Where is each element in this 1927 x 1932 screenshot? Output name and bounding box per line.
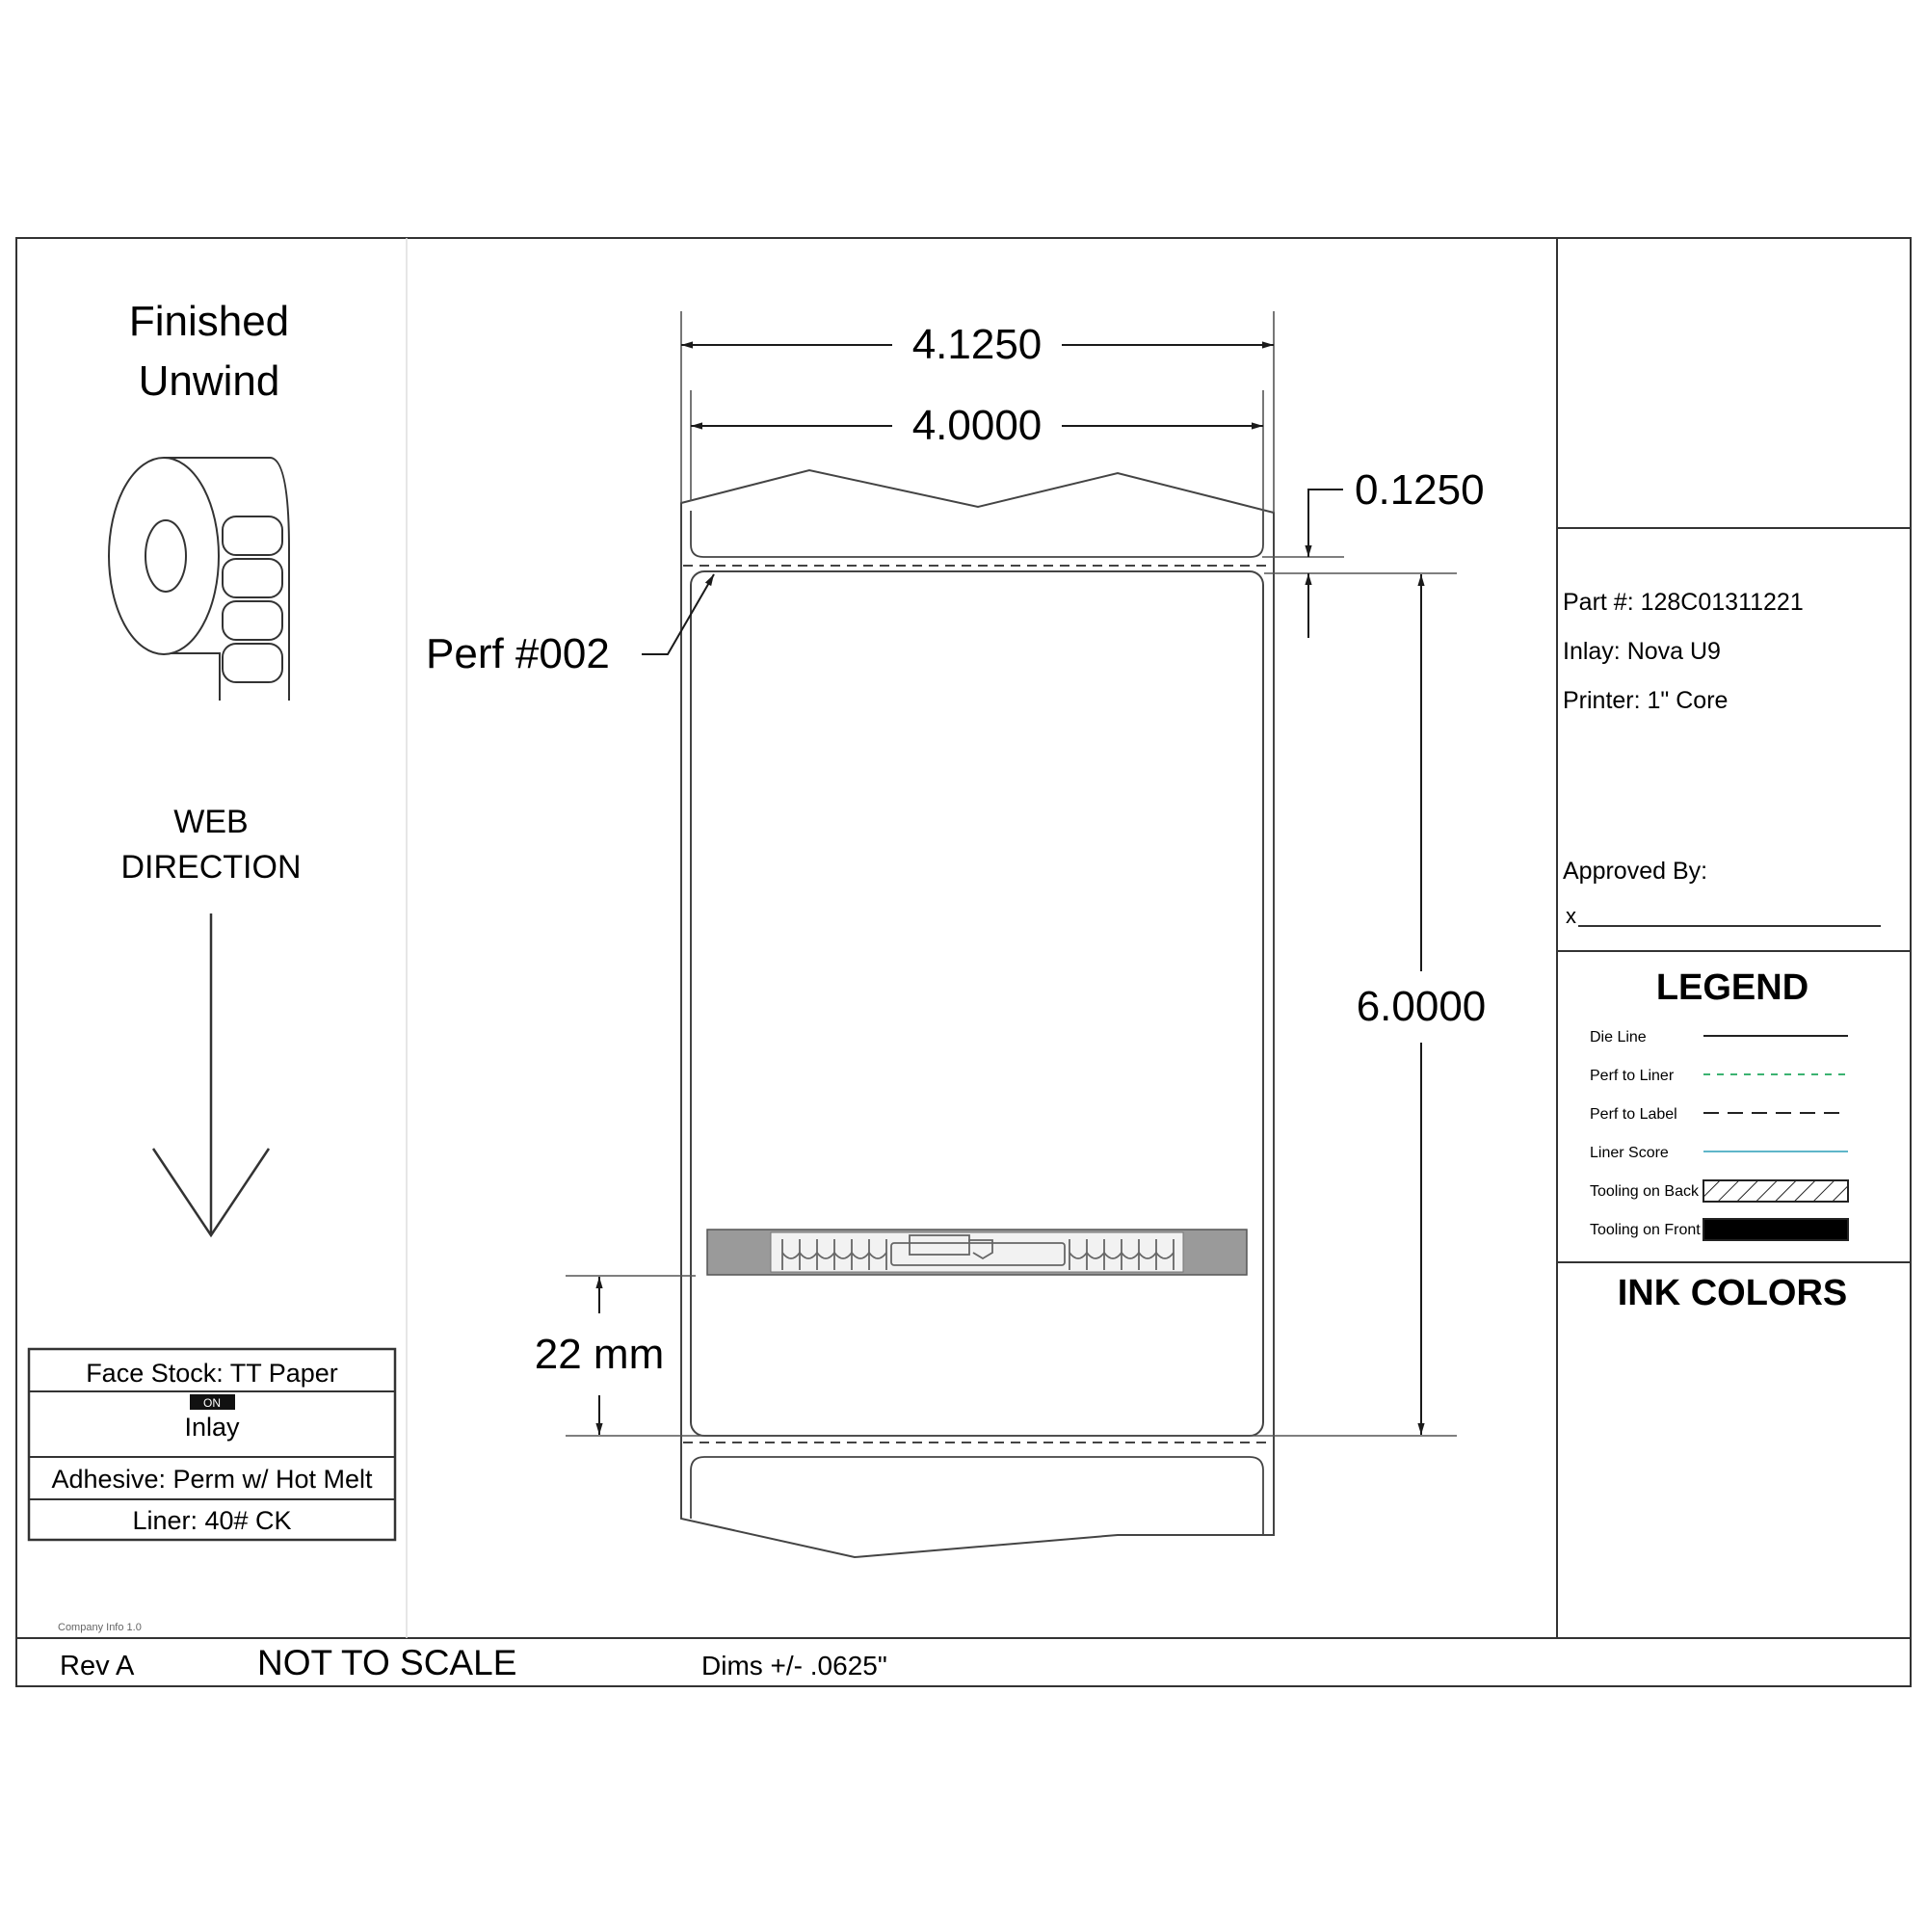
overall-width-value: 4.1250 bbox=[912, 321, 1043, 368]
signature-prefix: x bbox=[1566, 904, 1576, 928]
legend-item-label: Perf to Liner bbox=[1590, 1068, 1675, 1084]
unwind-title-line2: Unwind bbox=[139, 357, 280, 405]
perf-callout-leader bbox=[642, 573, 715, 655]
top-stub bbox=[690, 511, 1264, 558]
revision-label: Rev A bbox=[60, 1651, 135, 1681]
inlay-offset-value: 22 mm bbox=[535, 1331, 664, 1378]
liner-label: Liner: 40# CK bbox=[132, 1506, 291, 1535]
inlay-tag-text: ON bbox=[203, 1396, 221, 1410]
gap-dimension bbox=[1305, 489, 1343, 638]
unwind-title-line1: Finished bbox=[129, 298, 289, 345]
legend-item-label: Perf to Label bbox=[1590, 1106, 1677, 1123]
tolerance-note: Dims +/- .0625" bbox=[701, 1651, 887, 1681]
inlay-type: Inlay: Nova U9 bbox=[1563, 638, 1721, 665]
label-roll-icon bbox=[108, 457, 290, 701]
web-direction-arrow-icon bbox=[151, 913, 271, 1238]
part-number: Part #: 128C01311221 bbox=[1563, 589, 1804, 616]
unwind-panel: Finished Unwind WEB DIRECTION bbox=[108, 298, 302, 1238]
gap-value: 0.1250 bbox=[1355, 466, 1485, 514]
legend-item-label: Tooling on Front bbox=[1590, 1222, 1701, 1238]
footer: Rev A NOT TO SCALE Dims +/- .0625" bbox=[60, 1643, 887, 1682]
rfid-inlay bbox=[706, 1229, 1248, 1276]
legend-item: Tooling on Front bbox=[1590, 1218, 1849, 1241]
legend-item-swatch bbox=[1703, 1218, 1849, 1241]
legend-item: Perf to Liner bbox=[1590, 1068, 1848, 1084]
inlay-label: Inlay bbox=[184, 1413, 240, 1442]
inlay-tag-badge bbox=[190, 1394, 235, 1410]
title-block-frame bbox=[15, 237, 1912, 1687]
adhesive-label: Adhesive: Perm w/ Hot Melt bbox=[51, 1465, 373, 1494]
copyright-note: Company Info 1.0 bbox=[58, 1622, 142, 1633]
web-direction-line2: DIRECTION bbox=[121, 849, 302, 886]
legend-item-label: Liner Score bbox=[1590, 1145, 1669, 1161]
part-info-panel: Part #: 128C01311221 Inlay: Nova U9 Prin… bbox=[1563, 589, 1881, 928]
materials-table: Face Stock: TT Paper ON Inlay Adhesive: … bbox=[27, 1347, 397, 1542]
legend-item-label: Tooling on Back bbox=[1590, 1183, 1700, 1200]
approved-by-label: Approved By: bbox=[1563, 858, 1707, 885]
scale-note: NOT TO SCALE bbox=[257, 1643, 516, 1682]
ink-colors-title: INK COLORS bbox=[1618, 1273, 1848, 1313]
label-height-value: 6.0000 bbox=[1357, 983, 1487, 1030]
label-width-value: 4.0000 bbox=[912, 402, 1043, 449]
legend-item: Tooling on Back bbox=[1590, 1179, 1849, 1203]
legend-item-swatch bbox=[1703, 1179, 1849, 1203]
legend-item: Die Line bbox=[1590, 1029, 1848, 1045]
printer-core: Printer: 1" Core bbox=[1563, 687, 1728, 714]
bottom-stub bbox=[690, 1456, 1264, 1535]
legend-item-label: Die Line bbox=[1590, 1029, 1647, 1045]
face-stock-label: Face Stock: TT Paper bbox=[86, 1359, 338, 1388]
legend-item: Perf to Label bbox=[1590, 1106, 1848, 1123]
legend-item: Liner Score bbox=[1590, 1145, 1848, 1161]
label-die-line bbox=[690, 570, 1264, 1437]
legend-title: LEGEND bbox=[1656, 967, 1808, 1008]
liner-outline bbox=[680, 468, 1275, 1559]
web-direction-line1: WEB bbox=[173, 804, 248, 840]
perf-callout-label: Perf #002 bbox=[426, 630, 610, 677]
label-drawing: 4.1250 4.0000 0.1250 6.0000 22 mm Per bbox=[426, 311, 1487, 1559]
